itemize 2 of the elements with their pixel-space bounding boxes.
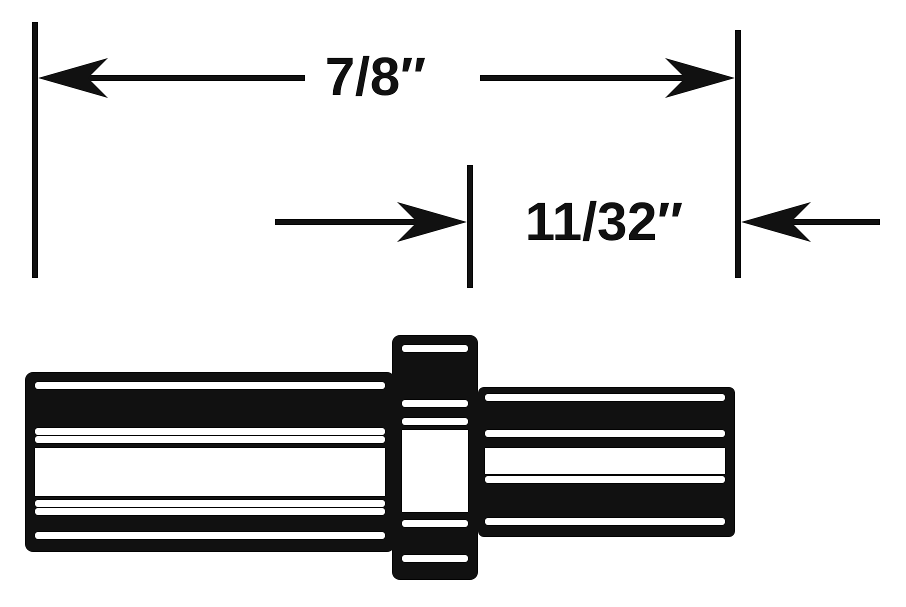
dimension-label: 11/32″ [525, 195, 684, 249]
dimension-label: 7/8″ [325, 50, 426, 104]
